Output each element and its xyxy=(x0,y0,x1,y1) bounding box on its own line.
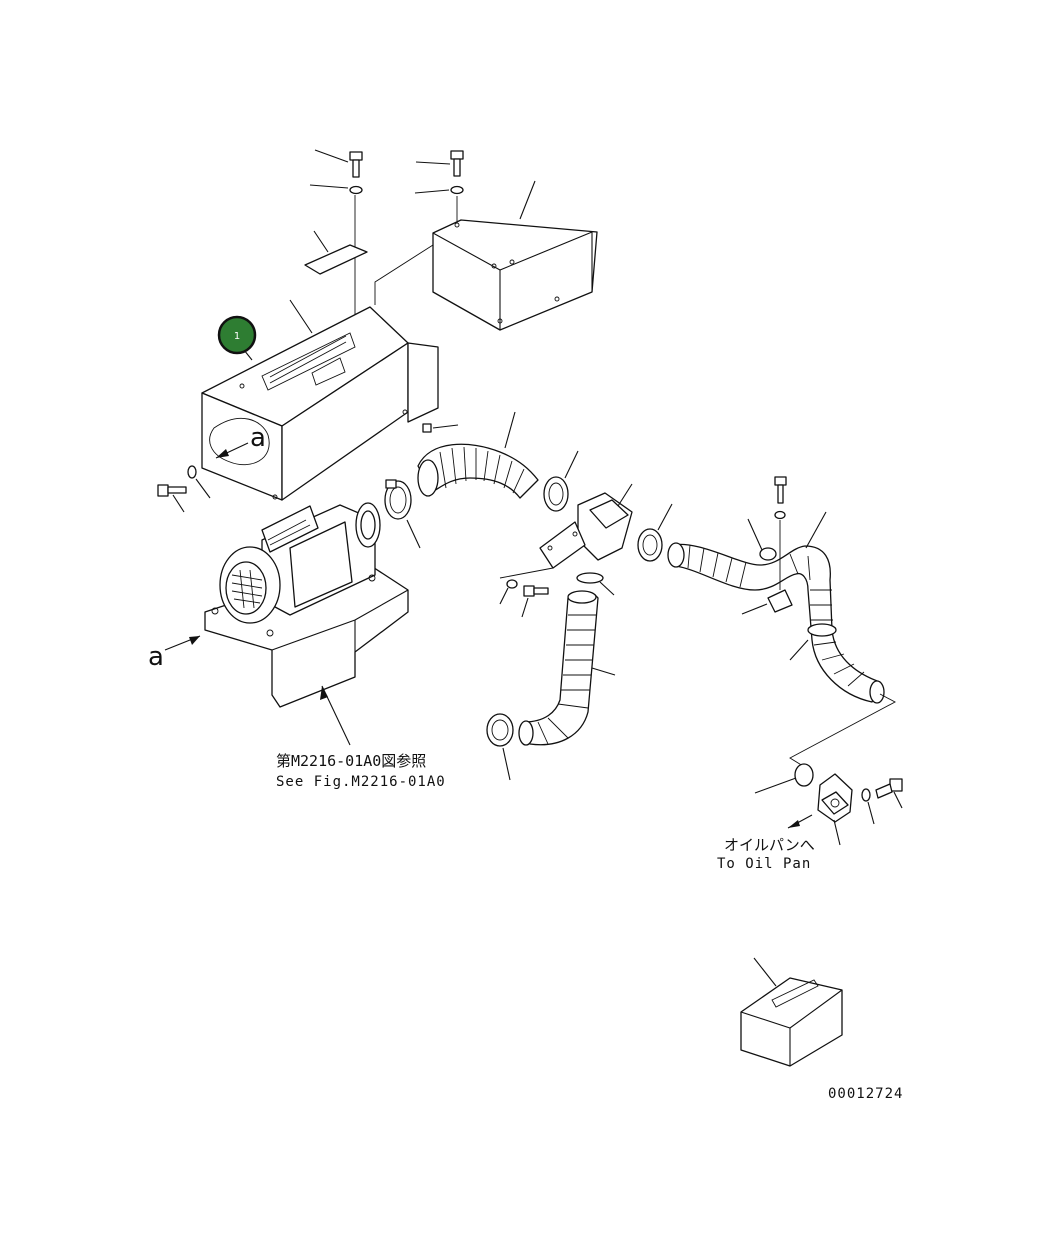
svg-text:To Oil Pan: To Oil Pan xyxy=(717,856,811,872)
elbow-connector xyxy=(499,483,633,579)
svg-text:1: 1 xyxy=(234,331,240,342)
hose-clamp-3 xyxy=(576,572,615,596)
washer-elbow xyxy=(499,579,518,605)
washer-lower-left xyxy=(187,465,211,499)
bolt-oil-pan xyxy=(875,778,903,809)
breather-hose-lower xyxy=(518,590,616,746)
breather-hose-right xyxy=(667,511,885,704)
svg-text:a: a xyxy=(250,423,266,453)
intake-hose-upper xyxy=(417,411,539,499)
hose-clamp-6 xyxy=(789,623,837,661)
hose-bracket xyxy=(741,589,793,615)
tool-box xyxy=(740,957,843,1067)
hose-clamp-4 xyxy=(486,713,514,781)
washer-oil-pan xyxy=(861,788,875,825)
svg-text:a: a xyxy=(148,642,164,672)
bolt-housing-side xyxy=(422,423,459,433)
destination-note: オイルパンへ To Oil Pan xyxy=(717,836,815,872)
hose-clamp-5 xyxy=(637,503,673,562)
air-cleaner xyxy=(204,502,409,746)
bolt-elbow xyxy=(521,585,549,618)
svg-text:オイルパンへ: オイルパンへ xyxy=(724,836,815,854)
oil-pan-fitting xyxy=(787,773,853,846)
hose-clamp-2 xyxy=(543,450,579,512)
upper-cover xyxy=(374,180,598,331)
washer-right-top xyxy=(414,185,464,224)
reference-note: 第M2216-01A0図参照 See Fig.M2216-01A0 xyxy=(276,752,446,790)
bolt-right-hose xyxy=(774,476,787,504)
svg-text:第M2216-01A0図参照: 第M2216-01A0図参照 xyxy=(276,752,426,770)
bolt-right-top xyxy=(415,150,464,177)
hose-clamp-1 xyxy=(384,479,421,549)
washer-right-hose xyxy=(774,510,786,590)
main-housing xyxy=(201,299,439,501)
leader-oil-pan xyxy=(789,693,896,767)
cover-plate xyxy=(304,230,368,275)
view-arrow-a-housing: a xyxy=(215,423,266,459)
bolt-lower-left xyxy=(157,484,187,513)
drawing-number: 00012724 xyxy=(828,1086,903,1102)
view-arrow-a-bracket: a xyxy=(148,635,201,672)
svg-text:See Fig.M2216-01A0: See Fig.M2216-01A0 xyxy=(276,774,446,790)
callout-1[interactable]: 1 xyxy=(217,315,257,355)
hose-clamp-7 xyxy=(754,763,814,794)
bolt-left-top xyxy=(314,149,363,178)
hose-clip-upper xyxy=(747,518,777,561)
